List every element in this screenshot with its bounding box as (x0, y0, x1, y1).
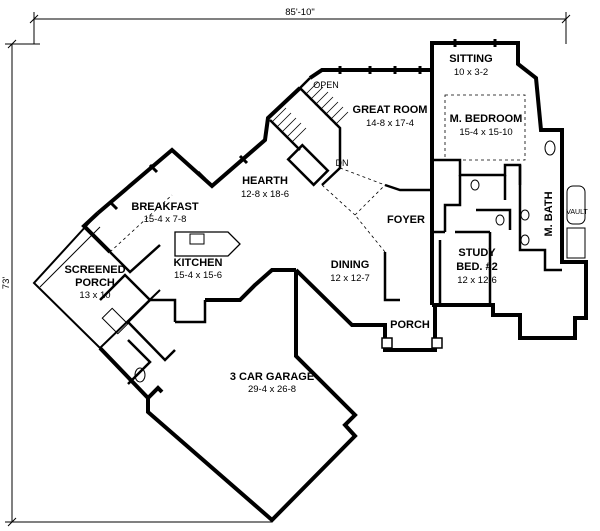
svg-text:GREAT ROOM: GREAT ROOM (353, 104, 428, 116)
room-label-porch: PORCH (390, 319, 430, 331)
svg-text:3 CAR GARAGE: 3 CAR GARAGE (230, 371, 314, 383)
svg-text:SITTING: SITTING (449, 53, 492, 65)
room-label-garage: 3 CAR GARAGE 29-4 x 26-8 (230, 371, 314, 395)
overall-width-label: 85'-10" (285, 7, 314, 18)
windows (108, 39, 497, 211)
fixtures (101, 140, 586, 383)
svg-text:12-8 x 18-6: 12-8 x 18-6 (241, 189, 289, 200)
svg-text:DINING: DINING (331, 259, 370, 271)
svg-text:M. BEDROOM: M. BEDROOM (450, 113, 523, 125)
porch-columns (381, 337, 443, 349)
room-label-sitting: SITTING 10 x 3-2 (449, 53, 492, 78)
svg-text:M. BATH: M. BATH (543, 191, 555, 236)
interior-walls (99, 77, 562, 385)
overall-depth-label: 73' (1, 277, 12, 290)
svg-text:14-8 x 17-4: 14-8 x 17-4 (366, 118, 414, 129)
room-label-kitchen: KITCHEN 15-4 x 15-6 (174, 257, 223, 281)
svg-text:12 x 12-6: 12 x 12-6 (457, 275, 497, 286)
stairs (271, 81, 349, 143)
svg-text:HEARTH: HEARTH (242, 175, 288, 187)
room-label-breakfast: BREAKFAST 15-4 x 7-8 (131, 201, 199, 225)
room-label-screened-porch: SCREENED PORCH 13 x 10 (64, 264, 125, 301)
ceiling-lines (109, 94, 526, 253)
overall-width-dimension: 85'-10" (29, 7, 571, 26)
svg-text:SCREENED: SCREENED (64, 264, 125, 276)
dn-note: DN (336, 158, 349, 168)
svg-text:STUDY: STUDY (458, 247, 496, 259)
svg-text:PORCH: PORCH (75, 277, 115, 289)
room-label-hearth: HEARTH 12-8 x 18-6 (241, 175, 289, 200)
svg-text:15-4 x 7-8: 15-4 x 7-8 (144, 214, 187, 225)
svg-text:BED. #2: BED. #2 (456, 261, 498, 273)
svg-text:15-4 x 15-10: 15-4 x 15-10 (459, 127, 512, 138)
room-label-great-room: GREAT ROOM 14-8 x 17-4 (353, 104, 428, 129)
svg-text:PORCH: PORCH (390, 319, 430, 331)
svg-text:KITCHEN: KITCHEN (174, 257, 223, 269)
overall-depth-dimension: 73' (1, 39, 19, 527)
room-label-study-bed2: STUDY BED. #2 12 x 12-6 (456, 247, 498, 286)
svg-text:12 x 12-7: 12 x 12-7 (330, 273, 370, 284)
svg-text:13 x 10: 13 x 10 (79, 290, 110, 301)
svg-text:BREAKFAST: BREAKFAST (131, 201, 199, 213)
room-label-master-bath: M. BATH (543, 191, 555, 236)
svg-text:10 x 3-2: 10 x 3-2 (454, 67, 488, 78)
room-label-master-bedroom: M. BEDROOM 15-4 x 15-10 (450, 113, 523, 138)
room-label-foyer: FOYER (387, 214, 425, 226)
room-label-dining: DINING 12 x 12-7 (330, 259, 370, 284)
vault-note: VAULT (566, 209, 588, 216)
svg-text:FOYER: FOYER (387, 214, 425, 226)
open-note: OPEN (313, 80, 339, 90)
svg-text:15-4 x 15-6: 15-4 x 15-6 (174, 270, 222, 281)
svg-text:29-4 x 26-8: 29-4 x 26-8 (248, 384, 296, 395)
